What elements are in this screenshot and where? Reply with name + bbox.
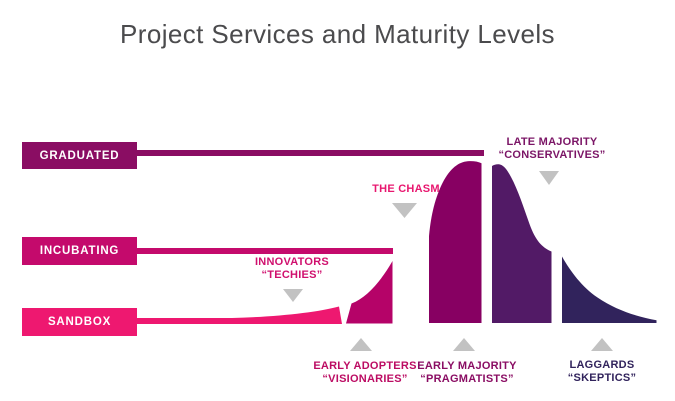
chasm-label: THE CHASM xyxy=(372,183,440,195)
early-majority-label-main: EARLY MAJORITY xyxy=(417,360,517,372)
maturity-bar-incubating: INCUBATING xyxy=(22,237,137,265)
innovators-label-sub: “TECHIES” xyxy=(261,268,323,281)
graduated-line xyxy=(137,150,484,156)
maturity-bar-incubating-label: INCUBATING xyxy=(39,245,120,257)
maturity-bar-graduated-label: GRADUATED xyxy=(39,149,120,162)
late-majority-label: LATE MAJORITY “CONSERVATIVES” xyxy=(477,136,627,161)
laggards-label: LAGGARDS “SKEPTICS” xyxy=(531,359,673,384)
innovators-curve-segment xyxy=(137,306,342,324)
maturity-bar-sandbox-label: SANDBOX xyxy=(47,316,112,328)
early-adopters-label-main: EARLY ADOPTERS xyxy=(313,360,417,372)
early-adopters-pointer-triangle-icon xyxy=(350,338,372,351)
laggards-pointer-triangle-icon xyxy=(591,338,613,351)
late-majority-label-main: LATE MAJORITY xyxy=(506,136,598,148)
early-majority-label-sub: “PRAGMATISTS” xyxy=(420,372,514,385)
laggards-label-sub: “SKEPTICS” xyxy=(567,371,637,384)
late-majority-curve-segment xyxy=(492,164,552,323)
early-adopters-label: EARLY ADOPTERS “VISIONARIES” xyxy=(294,360,436,385)
laggards-label-main: LAGGARDS xyxy=(569,359,635,371)
late-majority-pointer-triangle-icon xyxy=(539,171,559,185)
maturity-bar-sandbox: SANDBOX xyxy=(22,308,137,336)
innovators-label-main: INNOVATORS xyxy=(254,256,329,268)
late-majority-label-sub: “CONSERVATIVES” xyxy=(498,148,606,161)
laggards-curve-segment xyxy=(562,256,657,323)
early-majority-label: EARLY MAJORITY “PRAGMATISTS” xyxy=(396,360,538,385)
innovators-label: INNOVATORS “TECHIES” xyxy=(222,256,362,281)
innovators-pointer-triangle-icon xyxy=(283,289,303,302)
early-majority-pointer-triangle-icon xyxy=(453,338,475,351)
early-adopters-label-sub: “VISIONARIES” xyxy=(322,372,408,385)
maturity-bar-graduated: GRADUATED xyxy=(22,142,137,169)
incubating-line xyxy=(137,248,393,254)
early-majority-curve-segment xyxy=(429,161,482,323)
chasm-pointer-triangle-icon xyxy=(392,203,417,218)
page-title: Project Services and Maturity Levels xyxy=(120,19,555,49)
early-adopters-curve-segment xyxy=(346,261,393,324)
